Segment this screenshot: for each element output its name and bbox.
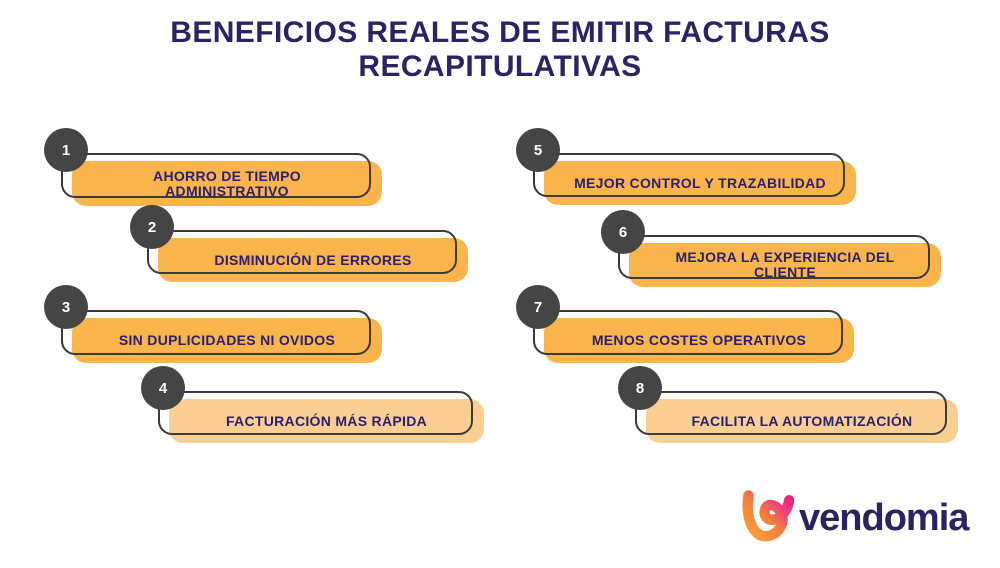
benefit-pill-outline [61,153,371,198]
benefit-number-badge: 7 [516,285,560,329]
benefit-item: MENOS COSTES OPERATIVOS 7 [516,285,854,363]
vendomia-logo: vendomia [738,480,969,546]
benefit-label: MEJORA LA EXPERIENCIA DEL CLIENTE [675,249,895,280]
benefit-pill-outline [533,310,843,355]
benefit-pill: AHORRO DE TIEMPO ADMINISTRATIVO [72,161,382,206]
benefit-label: DISMINUCIÓN DE ERRORES [214,251,412,268]
benefit-item: MEJORA LA EXPERIENCIA DEL CLIENTE 6 [601,210,941,287]
benefit-number: 1 [61,141,71,159]
page-title: BENEFICIOS REALES DE EMITIR FACTURAS REC… [0,16,1000,84]
benefit-label: FACILITA LA AUTOMATIZACIÓN [691,412,913,429]
benefit-pill-outline [618,235,930,279]
benefit-item: DISMINUCIÓN DE ERRORES 2 [130,205,468,282]
benefit-pill: FACTURACIÓN MÁS RÁPIDA [169,399,484,443]
benefit-number: 2 [147,218,157,236]
vendomia-logo-icon [742,490,794,542]
benefit-label: SIN DUPLICIDADES NI OVIDOS [118,332,336,348]
benefit-pill: MEJOR CONTROL Y TRAZABILIDAD [544,161,856,205]
benefit-pill-outline [635,391,947,435]
benefit-number: 7 [533,298,543,316]
benefit-pill-outline [147,230,457,274]
page-title-line2: RECAPITULATIVAS [358,50,642,83]
benefit-item: FACILITA LA AUTOMATIZACIÓN 8 [618,366,958,443]
benefit-number: 4 [158,379,168,397]
benefit-number-badge: 5 [516,128,560,172]
benefit-number-badge: 1 [44,128,88,172]
benefit-number-badge: 6 [601,210,645,254]
benefit-pill: DISMINUCIÓN DE ERRORES [158,238,468,282]
benefit-pill: FACILITA LA AUTOMATIZACIÓN [646,399,958,443]
benefit-item: AHORRO DE TIEMPO ADMINISTRATIVO 1 [44,128,382,206]
benefit-label: FACTURACIÓN MÁS RÁPIDA [225,412,428,429]
benefit-pill: MENOS COSTES OPERATIVOS [544,318,854,363]
benefit-number-badge: 3 [44,285,88,329]
benefit-pill: SIN DUPLICIDADES NI OVIDOS [72,318,382,363]
page-title-line1: BENEFICIOS REALES DE EMITIR FACTURAS [170,16,830,49]
benefit-pill-outline [158,391,473,435]
benefit-pill: MEJORA LA EXPERIENCIA DEL CLIENTE [629,243,941,287]
benefit-pill-outline [533,153,845,197]
benefit-item: FACTURACIÓN MÁS RÁPIDA 4 [141,366,484,443]
benefit-number: 6 [618,223,628,241]
benefit-number: 8 [635,379,645,397]
benefit-number: 5 [533,141,543,159]
benefit-number-badge: 2 [130,205,174,249]
benefit-number-badge: 8 [618,366,662,410]
benefit-label: MENOS COSTES OPERATIVOS [591,332,807,348]
benefit-pill-outline [61,310,371,355]
benefit-item: SIN DUPLICIDADES NI OVIDOS 3 [44,285,382,363]
vendomia-logo-wordmark: vendomia [799,496,969,539]
benefit-number-badge: 4 [141,366,185,410]
benefit-label: MEJOR CONTROL Y TRAZABILIDAD [574,174,826,191]
benefit-number: 3 [61,298,71,316]
benefit-item: MEJOR CONTROL Y TRAZABILIDAD 5 [516,128,856,205]
benefit-label: AHORRO DE TIEMPO ADMINISTRATIVO [153,167,301,199]
